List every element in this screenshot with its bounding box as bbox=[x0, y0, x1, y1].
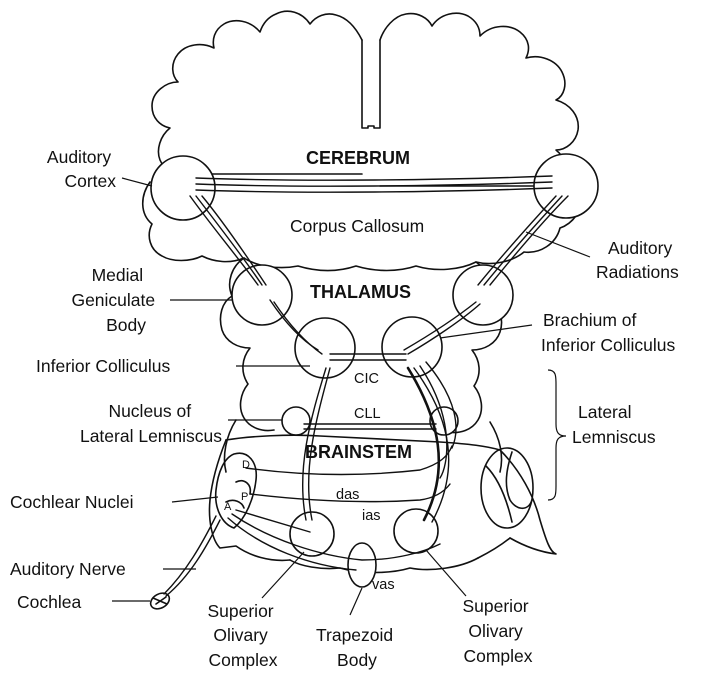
auditory-cortex-label: Auditory Cortex bbox=[47, 147, 116, 191]
lateral-lemniscus-brace bbox=[548, 370, 566, 500]
cochlea-label: Cochlea bbox=[17, 592, 81, 612]
corpus-callosum-label: Corpus Callosum bbox=[290, 216, 424, 236]
posteroventral-cochlear-nucleus-label: P bbox=[241, 491, 248, 503]
auditory-radiations-label: Auditory Radiations bbox=[596, 238, 679, 282]
superior-olivary-complex-right-label: Superior Olivary Complex bbox=[462, 596, 533, 666]
cerebrum-title: CEREBRUM bbox=[306, 148, 410, 168]
nucleus-lateral-lemniscus-label: Nucleus of Lateral Lemniscus bbox=[80, 401, 222, 446]
cochlea-and-nerve bbox=[148, 516, 220, 612]
auditory-cortex-right bbox=[534, 154, 598, 218]
cll-label: CLL bbox=[354, 406, 381, 422]
vas-label: vas bbox=[372, 577, 395, 593]
das-label: das bbox=[336, 487, 359, 503]
brachium-label: Brachium of Inferior Colliculus bbox=[541, 310, 675, 355]
superior-olive-right bbox=[394, 509, 438, 553]
dorsal-cochlear-nucleus-label: D bbox=[242, 459, 250, 471]
cochlear-nuclei-label: Cochlear Nuclei bbox=[10, 492, 134, 512]
medial-geniculate-right bbox=[453, 265, 513, 325]
ias-label: ias bbox=[362, 508, 381, 524]
lateral-lemniscus-nucleus-left bbox=[282, 407, 310, 435]
thalamus-title: THALAMUS bbox=[310, 282, 411, 302]
trapezoid-body-label: Trapezoid Body bbox=[316, 625, 398, 670]
inferior-colliculus-right bbox=[382, 317, 442, 377]
brainstem-title: BRAINSTEM bbox=[305, 442, 412, 462]
superior-olivary-complex-left-label: Superior Olivary Complex bbox=[207, 601, 278, 670]
inferior-colliculus-label: Inferior Colliculus bbox=[36, 356, 170, 376]
anteroventral-cochlear-nucleus-label: A bbox=[224, 501, 232, 513]
cic-label: CIC bbox=[354, 371, 379, 387]
medial-geniculate-left bbox=[232, 265, 292, 325]
medial-geniculate-body-label: Medial Geniculate Body bbox=[71, 265, 160, 335]
auditory-nerve-label: Auditory Nerve bbox=[10, 559, 126, 579]
lateral-lemniscus-label: Lateral Lemniscus bbox=[572, 402, 656, 447]
auditory-cortex-left bbox=[151, 156, 215, 220]
